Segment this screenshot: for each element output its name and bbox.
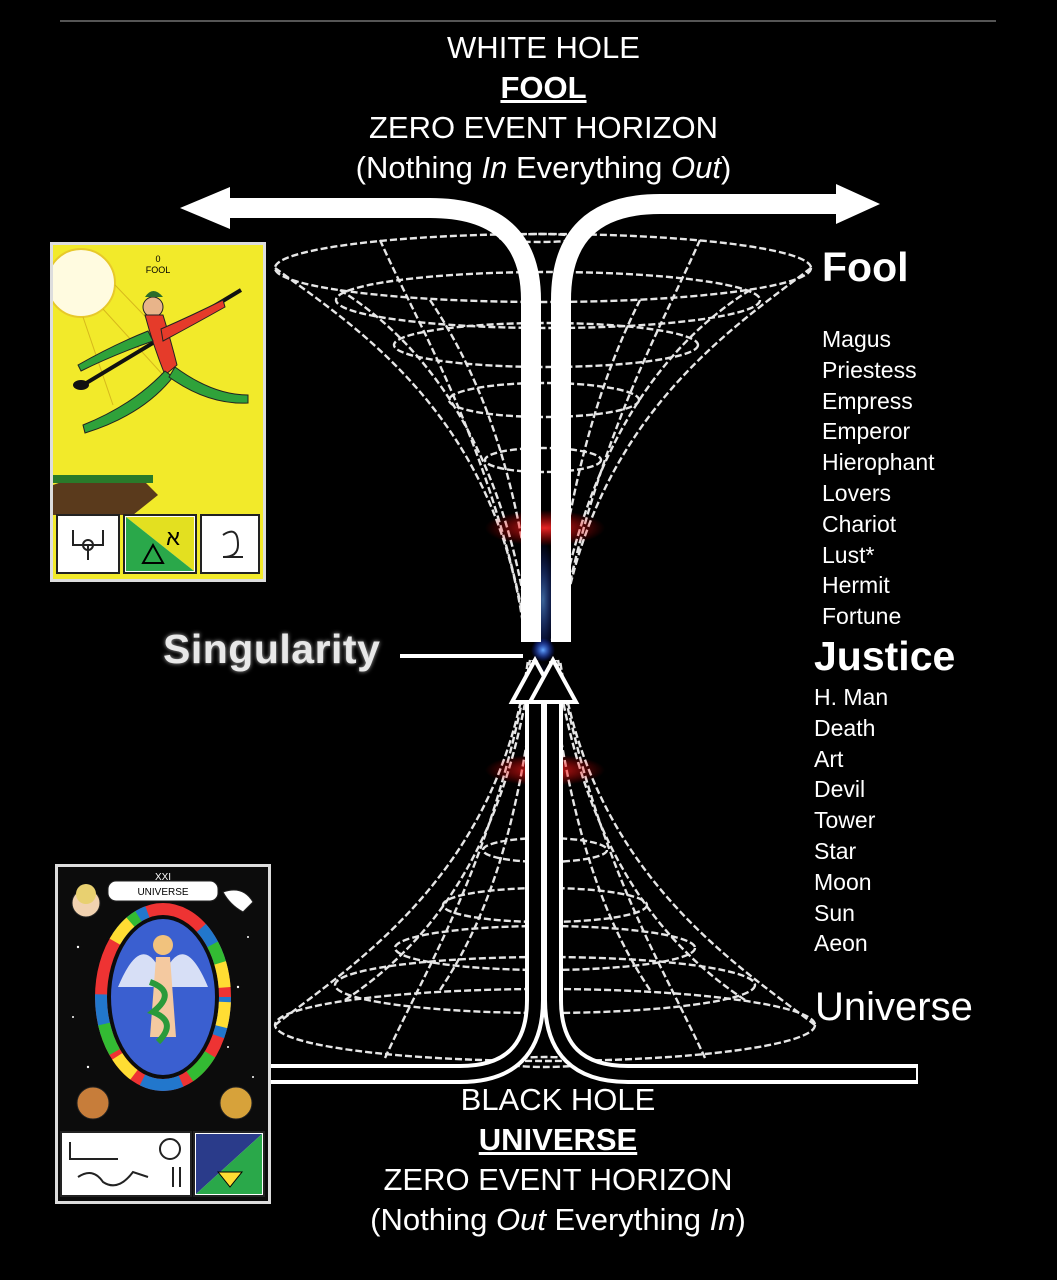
fool-card-number: 0 xyxy=(155,254,160,264)
fool-figure xyxy=(73,288,249,434)
universe-card-title: UNIVERSE xyxy=(137,887,188,898)
lion-icon xyxy=(219,1086,253,1120)
cliff-rock xyxy=(53,476,158,515)
sun-icon xyxy=(53,248,116,318)
arrowhead-up-right-icon xyxy=(526,655,580,704)
list-item: Art xyxy=(814,745,844,772)
white-hole-label: WHITE HOLE xyxy=(447,30,640,65)
list-item: Hierophant xyxy=(822,449,935,476)
fool-card-art: 0 FOOL א xyxy=(53,245,263,579)
arrowhead-left-icon xyxy=(180,187,230,229)
upper-arcana-list: Magus Priestess Empress Emperor Hieropha… xyxy=(822,324,935,632)
list-item: Empress xyxy=(822,387,913,414)
upper-throat-ring xyxy=(485,510,605,546)
list-item: Sun xyxy=(814,899,855,926)
list-item: Lust* xyxy=(822,541,875,568)
list-item: Tower xyxy=(814,807,876,834)
singularity-point xyxy=(531,638,555,662)
universe-heading: Universe xyxy=(815,985,973,1029)
black-hole-arrows xyxy=(185,655,918,1084)
list-item: Moon xyxy=(814,868,872,895)
arrowhead-right-icon xyxy=(836,184,880,224)
fool-heading: Fool xyxy=(822,244,909,290)
list-item: Chariot xyxy=(822,510,897,537)
universe-tarot-card: XXI UNIVERSE xyxy=(55,864,271,1204)
lower-arcana-list: H. Man Death Art Devil Tower Star Moon S… xyxy=(814,682,888,959)
list-item: Magus xyxy=(822,326,892,352)
zero-event-horizon-top: ZERO EVENT HORIZON xyxy=(368,110,719,145)
list-item: Aeon xyxy=(814,930,868,957)
white-hole-heading: WHITE HOLE FOOL ZERO EVENT HORIZON (Noth… xyxy=(0,28,1057,188)
top-border-line xyxy=(60,20,996,22)
black-hole-label: BLACK HOLE xyxy=(460,1082,656,1117)
list-item: Star xyxy=(814,837,857,864)
nothing-in-everything-out: (Nothing In Everything Out) xyxy=(355,150,732,185)
aleph-glyph: א xyxy=(166,525,180,550)
list-item: Emperor xyxy=(822,418,911,445)
list-item: H. Man xyxy=(814,684,889,710)
list-item: Priestess xyxy=(822,356,917,383)
fool-tarot-card: 0 FOOL א xyxy=(50,242,266,582)
fool-label: FOOL xyxy=(500,70,587,105)
list-item: Lovers xyxy=(822,479,892,506)
universe-label: UNIVERSE xyxy=(478,1122,638,1157)
nothing-out-everything-in: (Nothing Out Everything In) xyxy=(370,1202,746,1237)
black-hole-heading: BLACK HOLE UNIVERSE ZERO EVENT HORIZON (… xyxy=(28,1080,1057,1240)
list-item: Devil xyxy=(814,776,866,803)
universe-card-art: XXI UNIVERSE xyxy=(58,867,268,1201)
fool-card-title: FOOL xyxy=(146,265,171,275)
list-item: Hermit xyxy=(822,572,890,599)
list-item: Fortune xyxy=(822,603,902,630)
list-item: Death xyxy=(814,714,876,741)
eagle-icon xyxy=(222,889,254,913)
white-hole-arrows xyxy=(228,194,840,642)
singularity-label: Singularity xyxy=(163,626,381,672)
universe-card-number: XXI xyxy=(155,872,171,883)
zero-event-horizon-bottom: ZERO EVENT HORIZON xyxy=(383,1162,733,1197)
bull-icon xyxy=(76,1086,110,1120)
justice-heading: Justice xyxy=(814,633,956,679)
